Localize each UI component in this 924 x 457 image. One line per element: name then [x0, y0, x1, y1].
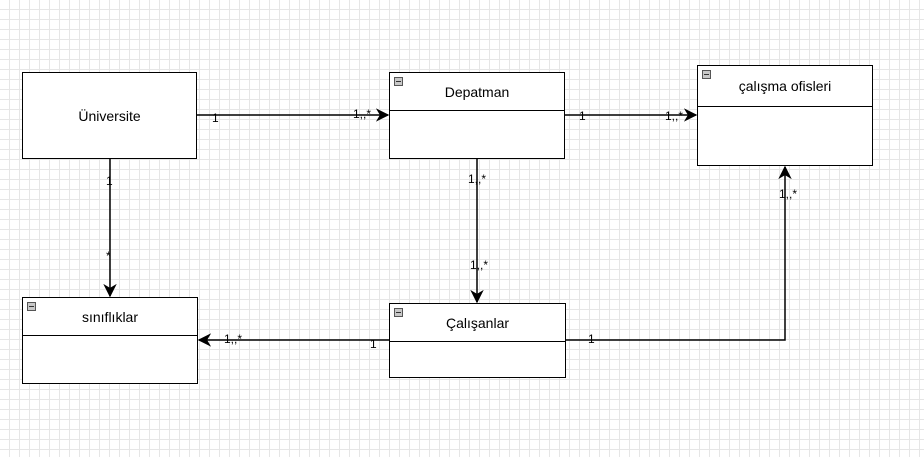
multiplicity-label: 1,,* — [779, 187, 798, 201]
multiplicity-label: 1,,* — [468, 172, 487, 186]
multiplicity-label: 1 — [106, 174, 113, 188]
multiplicity-label: 1 — [370, 337, 377, 351]
class-siniflar-name: sınıflıklar — [81, 308, 138, 325]
collapse-icon[interactable] — [27, 302, 36, 311]
class-siniflar[interactable]: sınıflıklar — [22, 297, 198, 384]
multiplicity-label: 1,,* — [224, 332, 243, 346]
class-ofisler-name: çalışma ofisleri — [738, 78, 832, 94]
class-siniflar-header: sınıflıklar — [23, 298, 197, 336]
collapse-icon[interactable] — [702, 70, 711, 79]
multiplicity-label: 1,,* — [353, 107, 372, 121]
class-universite-name: Üniversite — [78, 107, 141, 124]
edge-calisanlar-ofisler[interactable] — [566, 165, 792, 341]
class-calisanlar-header: Çalışanlar — [390, 304, 565, 342]
class-ofisler[interactable]: çalışma ofisleri — [697, 65, 873, 166]
class-universite[interactable]: Üniversite — [22, 72, 197, 159]
multiplicity-label: 1 — [212, 111, 219, 125]
multiplicity-label: 1 — [588, 332, 595, 346]
multiplicity-label: * — [106, 249, 111, 263]
class-depatman-header: Depatman — [390, 73, 564, 111]
class-ofisler-header: çalışma ofisleri — [698, 66, 872, 107]
collapse-icon[interactable] — [394, 77, 403, 86]
collapse-icon[interactable] — [394, 308, 403, 317]
multiplicity-label: 1 — [579, 109, 586, 123]
class-depatman[interactable]: Depatman — [389, 72, 565, 159]
multiplicity-label: 1,,* — [470, 258, 489, 272]
class-calisanlar-name: Çalışanlar — [445, 314, 510, 331]
class-calisanlar[interactable]: Çalışanlar — [389, 303, 566, 378]
multiplicity-label: 1,,* — [665, 109, 684, 123]
class-depatman-name: Depatman — [444, 83, 510, 100]
